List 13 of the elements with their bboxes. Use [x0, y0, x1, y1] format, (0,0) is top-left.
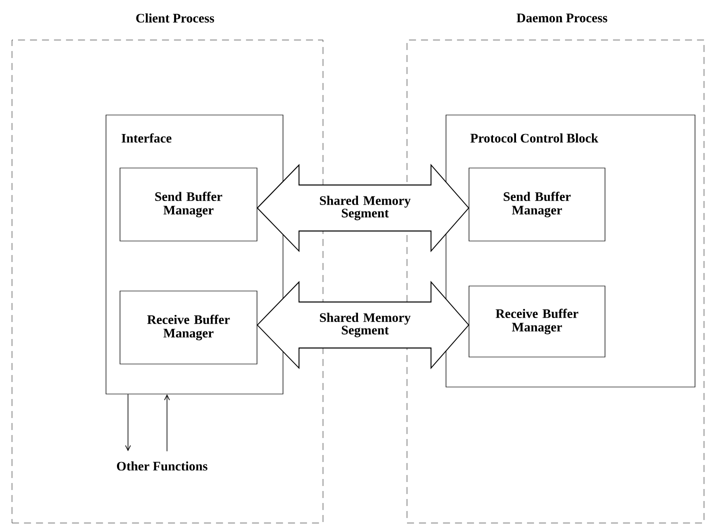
node-label: Daemon Process [516, 14, 608, 22]
edge-label: Shared Memory Segment [320, 196, 411, 220]
buffer-manager-box: Send Buffer Manager [120, 168, 258, 242]
function-label: Other Functions [116, 461, 208, 471]
double-block-arrow [256, 280, 470, 370]
edge-label: Shared Memory Segment [320, 312, 411, 338]
double-block-arrow [256, 164, 470, 252]
arrow [125, 394, 131, 452]
arrow [164, 394, 170, 452]
buffer-manager-box: Send Buffer Manager [468, 168, 606, 242]
buffer-manager-box: Receive Buffer Manager [468, 286, 606, 358]
buffer-manager-box: Receive Buffer Manager [120, 290, 258, 364]
node-label: Client Process [136, 13, 214, 23]
